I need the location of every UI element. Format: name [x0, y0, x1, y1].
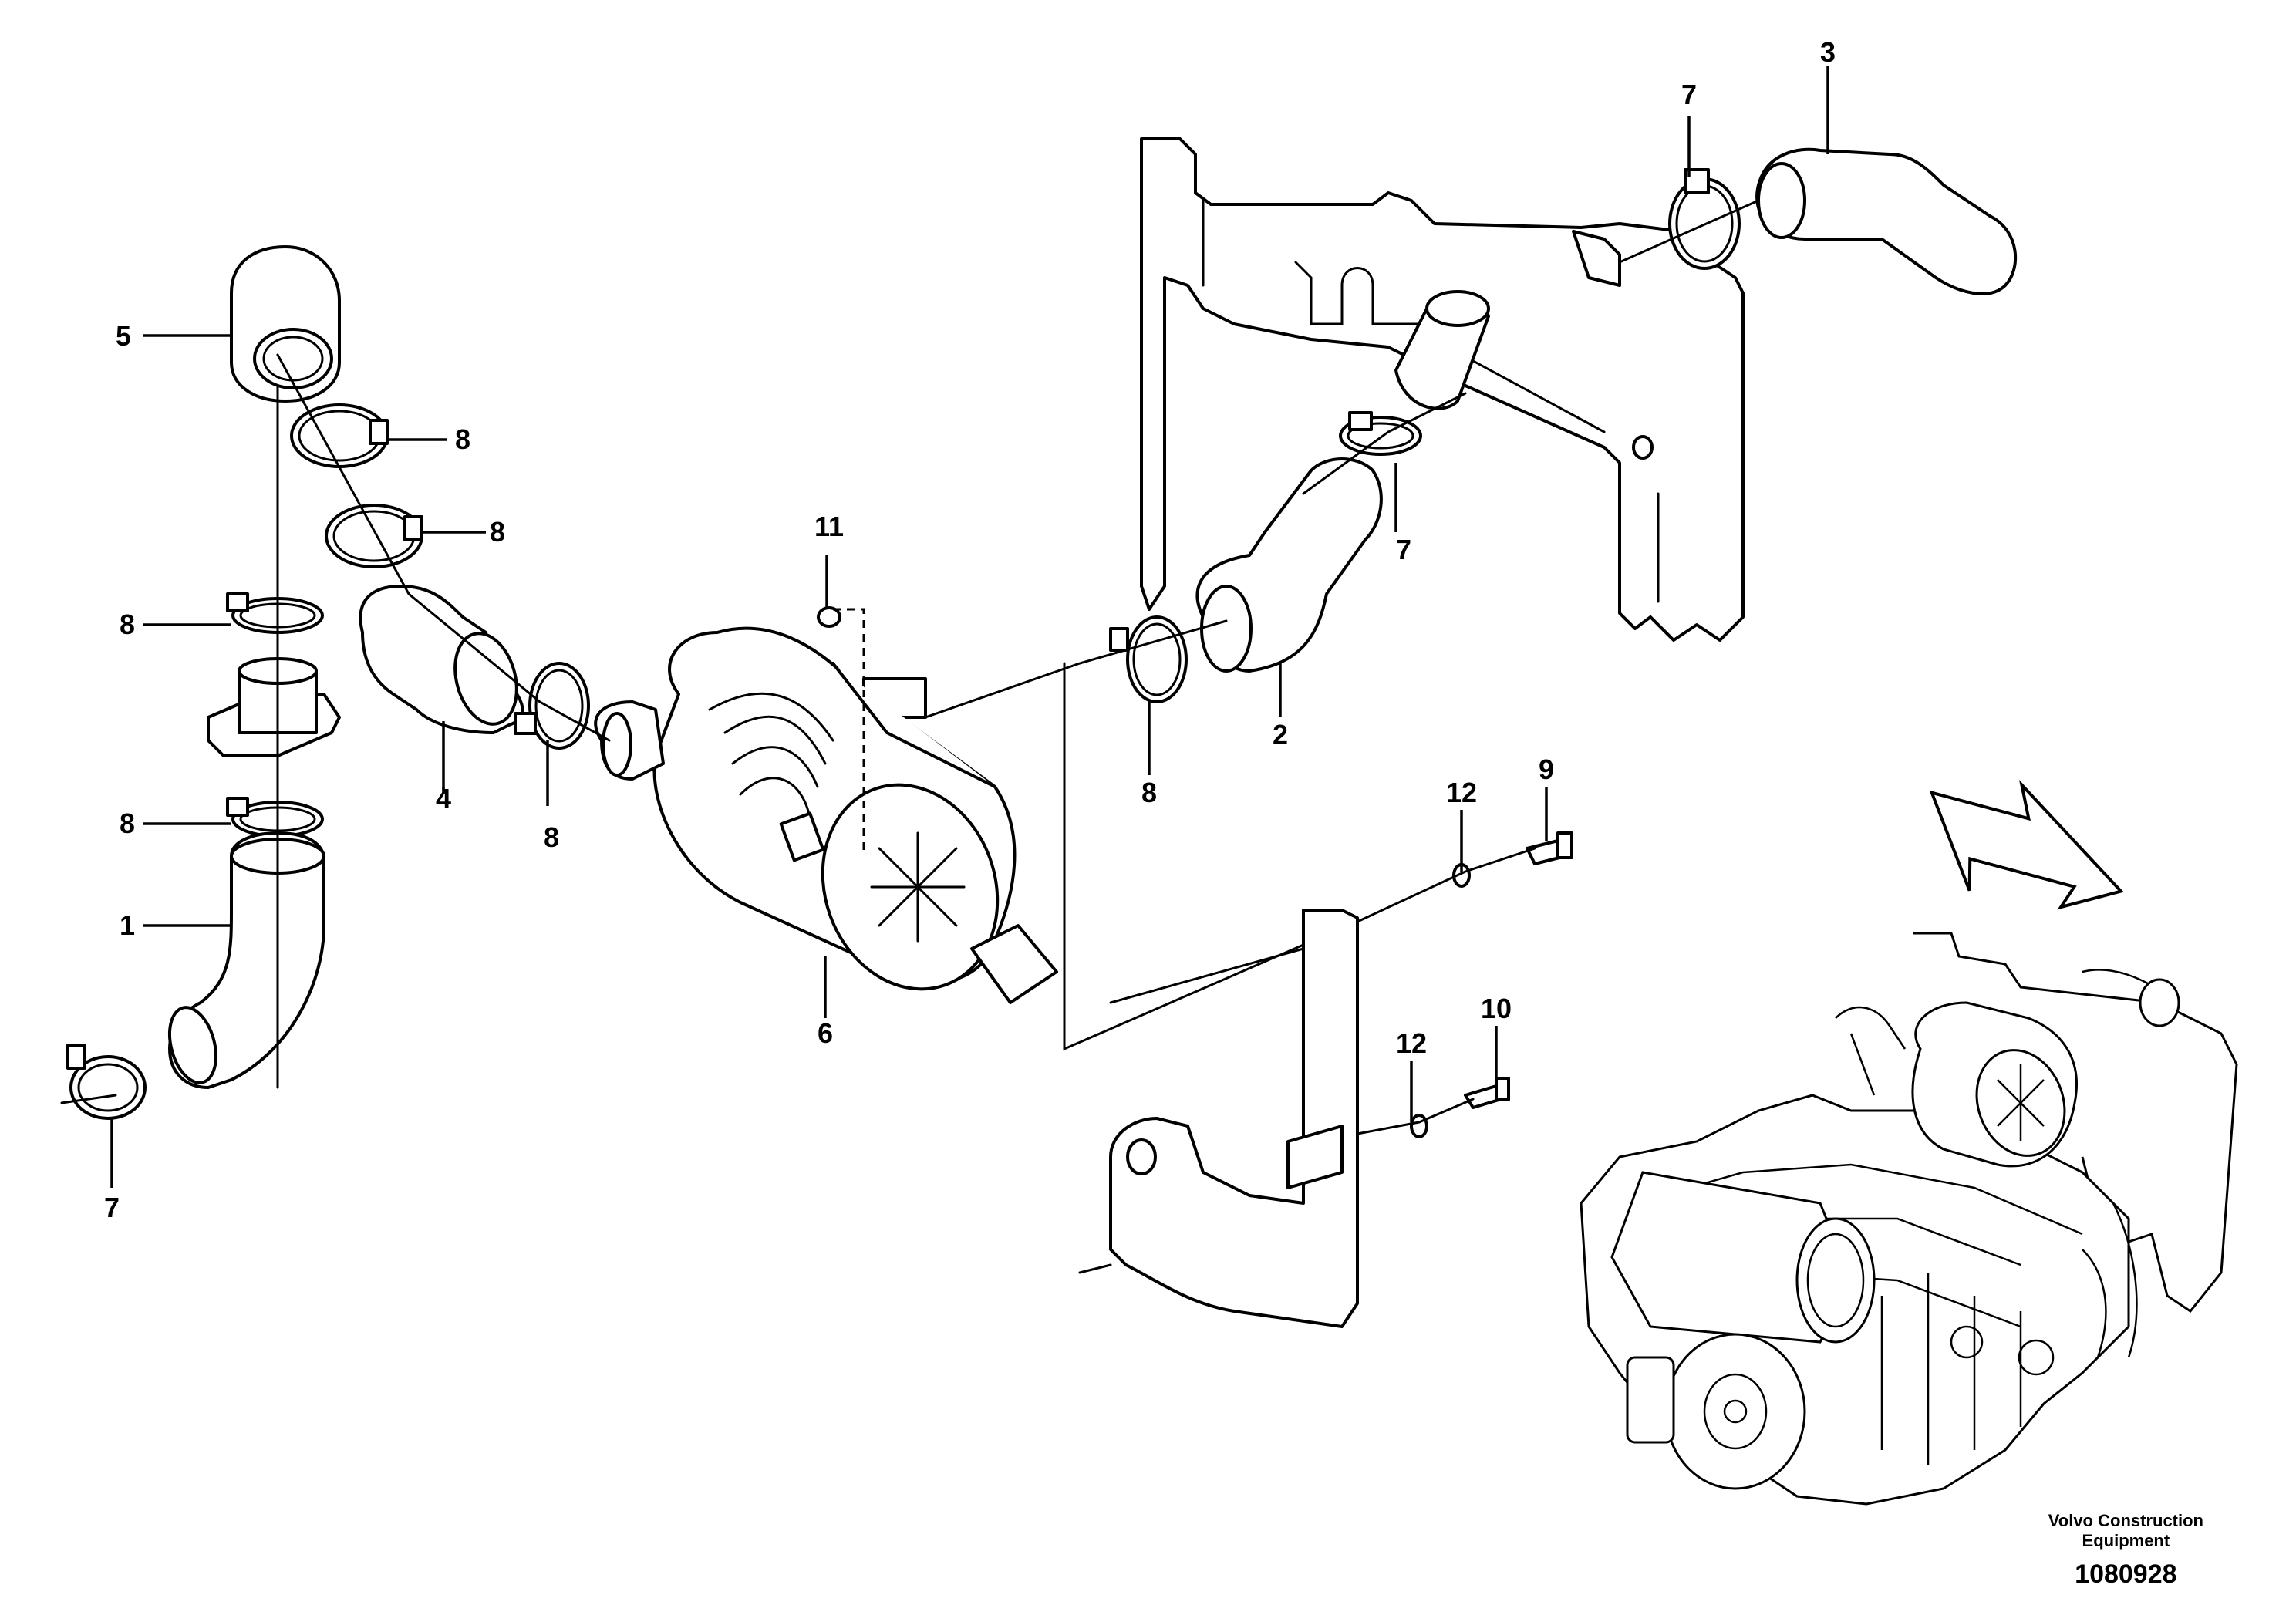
clamp-8-upper-b — [325, 504, 423, 568]
hose-3 — [1755, 147, 2018, 295]
callout-8-b: 8 — [490, 516, 505, 548]
callout-3: 3 — [1820, 36, 1836, 68]
callout-12-upper: 12 — [1446, 777, 1477, 808]
clamp-8-hose4 — [514, 662, 590, 750]
callout-9: 9 — [1539, 754, 1554, 785]
clamp-8-left-lower — [226, 797, 324, 838]
engine-overview-icon — [1580, 932, 2238, 1506]
nut-11 — [817, 606, 841, 628]
clamp-7-middle — [1339, 411, 1422, 456]
drawing-footer: Volvo Construction Equipment 1080928 — [2048, 1511, 2203, 1591]
clamp-8-hose2 — [1109, 615, 1188, 703]
hose-4 — [359, 585, 524, 734]
callout-8-d: 8 — [120, 808, 135, 839]
plate-inlet-stub — [1394, 290, 1490, 410]
callout-7-bottom: 7 — [104, 1192, 120, 1223]
callout-1: 1 — [120, 909, 135, 941]
air-filter-6 — [594, 626, 1058, 1004]
callout-10: 10 — [1481, 993, 1512, 1024]
adapter-flange — [207, 657, 341, 757]
callout-8-e: 8 — [544, 821, 559, 853]
bolt-9 — [1526, 831, 1573, 865]
clamp-8-upper-a — [290, 403, 389, 468]
callout-6: 6 — [818, 1017, 833, 1049]
assembly-lines — [60, 199, 1760, 1274]
elbow-5 — [230, 245, 341, 403]
callout-leaders — [110, 66, 1829, 1188]
clamp-8-left-upper — [226, 592, 324, 634]
drawing-number: 1080928 — [2075, 1560, 2177, 1589]
mounting-plate — [1140, 137, 1745, 642]
filter-bracket — [1109, 909, 1359, 1328]
hose-2 — [1195, 457, 1383, 673]
hose-1 — [168, 831, 325, 1089]
clamp-7-bottom — [66, 1044, 147, 1120]
callout-8-c: 8 — [120, 609, 135, 640]
callout-labels: 5 8 8 8 8 1 7 4 8 11 6 8 2 7 7 3 12 9 12… — [104, 36, 1836, 1223]
callout-2: 2 — [1273, 719, 1288, 750]
direction-arrow-icon — [1929, 779, 2124, 910]
callout-11: 11 — [814, 511, 844, 542]
company-name-line-2: Equipment — [2082, 1531, 2170, 1550]
washer-12-lower — [1410, 1114, 1428, 1138]
callout-7-top: 7 — [1681, 79, 1697, 110]
callout-12-lower: 12 — [1396, 1027, 1427, 1059]
callout-4: 4 — [436, 783, 451, 814]
company-name-line-1: Volvo Construction — [2048, 1511, 2203, 1530]
callout-7-middle: 7 — [1396, 534, 1411, 565]
callout-5: 5 — [116, 320, 131, 352]
bolt-10 — [1464, 1077, 1510, 1109]
callout-8-a: 8 — [455, 423, 470, 455]
clamp-7-top — [1668, 168, 1741, 270]
callout-8-f: 8 — [1141, 777, 1157, 808]
